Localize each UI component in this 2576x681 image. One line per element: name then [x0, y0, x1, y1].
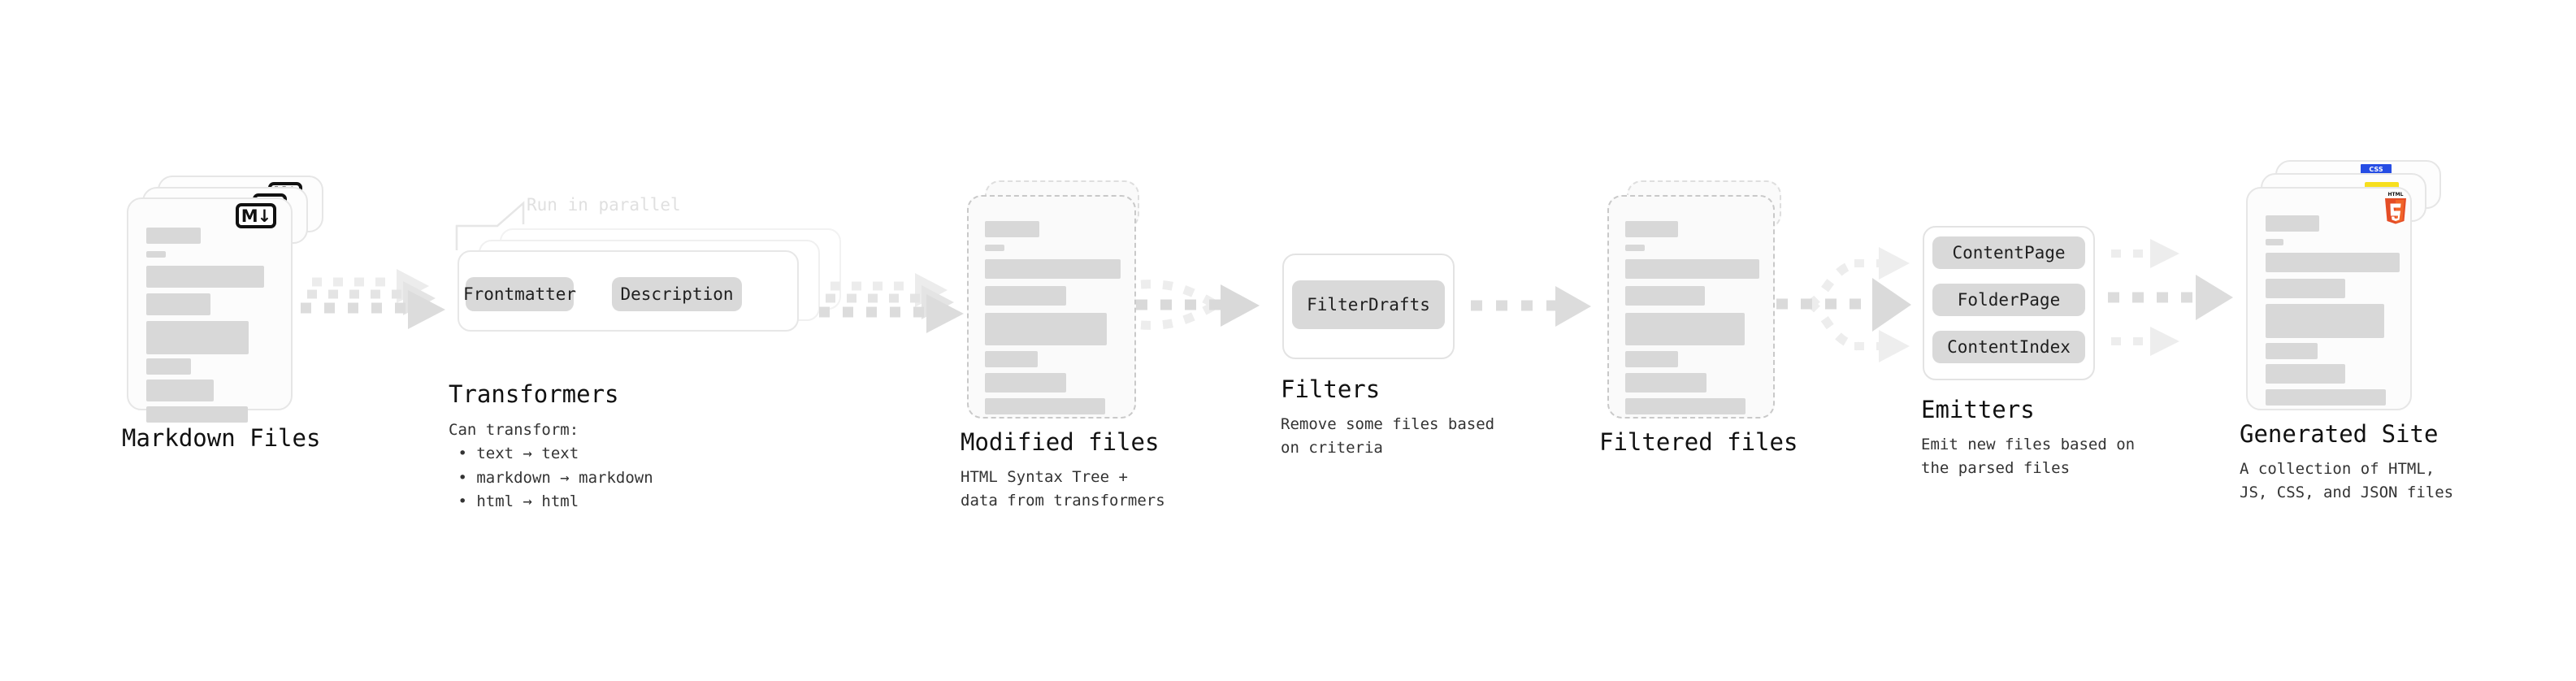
- content-bar: [1625, 245, 1645, 251]
- content-bar: [146, 358, 191, 375]
- content-bar: [2266, 279, 2345, 298]
- content-bar: [985, 259, 1121, 279]
- content-bar: [985, 398, 1105, 414]
- arrow-filtered-to-emitters: [1776, 247, 1911, 362]
- stage-title-modified-files: Modified files: [961, 428, 1160, 456]
- content-bar: [1625, 221, 1678, 237]
- stage-title-filtered-files: Filtered files: [1599, 428, 1798, 456]
- content-bar: [985, 313, 1107, 345]
- stage-subtitle-modified-files: HTML Syntax Tree + data from transformer…: [961, 468, 1165, 510]
- content-bar: [1625, 286, 1705, 306]
- stage-title-emitters: Emitters: [1921, 396, 2035, 423]
- markdown-card-front: [127, 197, 293, 423]
- stage-subtitle-emitters: Emit new files based on the parsed files: [1921, 436, 2136, 478]
- css3-icon: CSS: [2361, 164, 2392, 174]
- html5-icon: HTML: [2385, 192, 2406, 224]
- content-bar: [146, 321, 249, 354]
- content-bar: [146, 406, 248, 423]
- content-bar: [1625, 351, 1678, 367]
- run-in-parallel-bracket: [455, 201, 525, 250]
- content-bar: [2266, 389, 2386, 406]
- content-bar: [2266, 215, 2319, 232]
- content-bar: [985, 351, 1038, 367]
- stage-title-markdown-files: Markdown Files: [122, 424, 321, 452]
- content-bar: [146, 266, 264, 288]
- content-bar: [146, 228, 201, 244]
- content-bar: [146, 380, 214, 401]
- emitter-chip-contentpage[interactable]: ContentPage: [1932, 236, 2085, 269]
- content-bar: [146, 251, 166, 258]
- content-bar: [985, 245, 1004, 251]
- arrow-transformers-to-modified: [819, 273, 964, 333]
- stage-subtitle-generated-site: A collection of HTML, JS, CSS, and JSON …: [2240, 460, 2454, 502]
- generated-card-front: [2246, 187, 2412, 410]
- modified-card-front: [967, 195, 1136, 419]
- content-bar: [985, 221, 1039, 237]
- transformer-chip-frontmatter[interactable]: Frontmatter: [463, 277, 576, 311]
- content-bar: [1625, 313, 1745, 345]
- arrow-modified-to-filters: [1136, 280, 1260, 330]
- content-bar: [985, 286, 1066, 306]
- content-bar: [2266, 253, 2400, 272]
- content-bar: [1625, 398, 1746, 414]
- content-bar: [1625, 373, 1706, 393]
- markdown-icon: M↓: [236, 203, 276, 228]
- stage-title-generated-site: Generated Site: [2240, 420, 2439, 448]
- content-bar: [2266, 343, 2318, 359]
- content-bar: [985, 373, 1066, 393]
- content-bar: [2266, 364, 2345, 384]
- stage-title-filters: Filters: [1281, 375, 1381, 403]
- content-bar: [1625, 259, 1759, 279]
- run-in-parallel-label: Run in parallel: [527, 195, 681, 215]
- content-bar: [146, 293, 210, 315]
- stage-subtitle-filters: Remove some files based on criteria: [1281, 415, 1495, 458]
- arrow-markdown-to-transformers: [301, 269, 445, 329]
- emitter-chip-contentindex[interactable]: ContentIndex: [1932, 331, 2085, 363]
- filter-chip-filterdrafts[interactable]: FilterDrafts: [1292, 280, 1445, 329]
- stage-subtitle-transformers: Can transform: • text → text • markdown …: [449, 421, 653, 511]
- arrow-filters-to-filtered: [1471, 286, 1591, 327]
- stage-title-transformers: Transformers: [449, 380, 619, 408]
- transformer-chip-description[interactable]: Description: [612, 277, 742, 311]
- content-bar: [2266, 239, 2283, 245]
- arrow-emitters-to-generated: [2108, 239, 2233, 356]
- filtered-card-front: [1607, 195, 1775, 419]
- svg-text:HTML: HTML: [2388, 192, 2404, 197]
- emitter-chip-folderpage[interactable]: FolderPage: [1932, 284, 2085, 316]
- content-bar: [2266, 304, 2384, 338]
